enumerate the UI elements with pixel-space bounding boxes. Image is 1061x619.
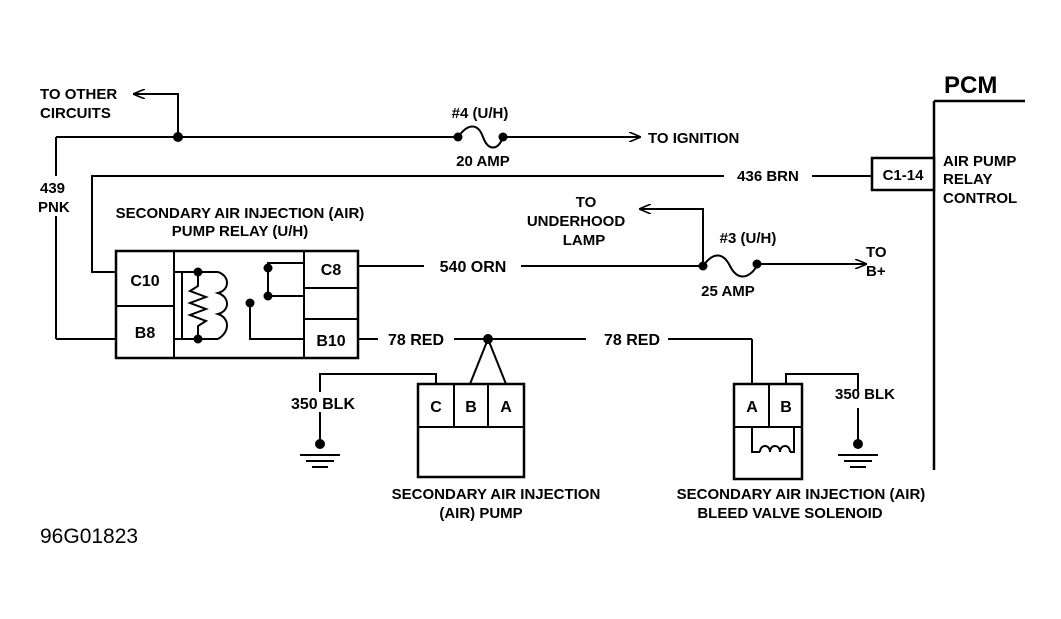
brn-circuit: 436 BRN — [91, 168, 872, 273]
solenoid-ground-dot — [853, 439, 863, 449]
pnk-wire-color: PNK — [38, 199, 70, 216]
orn-circuit: 540 ORN TO UNDERHOOD LAMP #3 (U/H) 25 AM… — [358, 194, 887, 300]
relay-pin-c10: C10 — [130, 273, 159, 290]
red-wire-label-left: 78 RED — [388, 332, 444, 349]
b-plus-line-2: B+ — [866, 263, 886, 280]
underhood-line-1: TO — [576, 194, 597, 211]
pump-pin-a: A — [500, 399, 512, 416]
relay-coil-icon — [174, 267, 228, 344]
pump-title-line-2: (AIR) PUMP — [439, 505, 522, 522]
pump-body — [416, 382, 526, 479]
red-circuit: 78 RED 78 RED — [358, 332, 753, 385]
solenoid-title-line-1: SECONDARY AIR INJECTION (AIR) — [677, 486, 926, 503]
pcm-pin-label: C1-14 — [883, 167, 925, 184]
pcm-function-line-1: AIR PUMP — [943, 153, 1016, 170]
pump-ground-dot — [315, 439, 325, 449]
solenoid-pin-b: B — [780, 399, 792, 416]
relay-switch-icon — [245, 262, 304, 340]
to-other-circuits-wire — [134, 94, 179, 137]
pump-pin-b: B — [465, 399, 477, 416]
relay-body — [114, 249, 360, 360]
pcm-title: PCM — [944, 72, 997, 99]
relay-title-line-1: SECONDARY AIR INJECTION (AIR) — [116, 205, 365, 222]
solenoid-ground-icon — [838, 454, 878, 468]
fuse-3-rating: 25 AMP — [701, 283, 755, 300]
ignition-circuit: TO OTHER CIRCUITS #4 (U/H) 20 AMP TO IGN… — [38, 86, 739, 340]
fuse-4-symbol — [457, 125, 504, 149]
brn-wire-label: 436 BRN — [737, 168, 799, 185]
pcm-module: PCM C1-14 AIR PUMP RELAY CONTROL — [870, 72, 1025, 470]
orn-wire-label: 540 ORN — [440, 259, 507, 276]
pump-ground-wire-upper — [319, 373, 437, 392]
fuse-3-symbol — [702, 254, 758, 278]
pcm-function-line-2: RELAY — [943, 171, 992, 188]
pcm-function-line-3: CONTROL — [943, 190, 1017, 207]
to-other-line-1: TO OTHER — [40, 86, 117, 103]
relay-pin-b10: B10 — [316, 333, 345, 350]
air-pump-relay: SECONDARY AIR INJECTION (AIR) PUMP RELAY… — [114, 205, 365, 360]
relay-pin-c8: C8 — [321, 262, 342, 279]
red-wire-label-right: 78 RED — [604, 332, 660, 349]
b-plus-line-1: TO — [866, 244, 887, 261]
solenoid-title-line-2: BLEED VALVE SOLENOID — [697, 505, 882, 522]
fuse-4-rating: 20 AMP — [456, 153, 510, 170]
to-other-line-2: CIRCUITS — [40, 105, 111, 122]
relay-pin-b8: B8 — [135, 325, 156, 342]
brn-wire-left — [91, 175, 724, 273]
underhood-line-2: UNDERHOOD — [527, 213, 626, 230]
underhood-lamp-wire — [640, 209, 704, 266]
relay-title-line-2: PUMP RELAY (U/H) — [172, 223, 308, 240]
bleed-valve-solenoid: A B 350 BLK SECONDARY AIR INJECTION (AIR… — [677, 373, 926, 522]
solenoid-ground-label: 350 BLK — [835, 386, 895, 403]
pump-ground-icon — [300, 454, 340, 468]
to-ignition-label: TO IGNITION — [648, 130, 739, 147]
solenoid-pin-a: A — [746, 399, 758, 416]
red-wire-to-pump-a — [487, 338, 507, 385]
air-pump: C B A 350 BLK SECONDARY AIR INJECTION (A… — [291, 373, 601, 522]
red-wire-to-pump-b — [469, 338, 489, 385]
solenoid-ground-wire-upper — [785, 373, 859, 390]
pnk-wire-number: 439 — [40, 180, 65, 197]
ignition-splice-dot — [173, 132, 183, 142]
figure-code: 96G01823 — [40, 525, 138, 548]
underhood-line-3: LAMP — [563, 232, 606, 249]
fuse-4-name: #4 (U/H) — [452, 105, 509, 122]
fuse-3-name: #3 (U/H) — [720, 230, 777, 247]
pump-title-line-1: SECONDARY AIR INJECTION — [392, 486, 601, 503]
pcm-pin-box — [870, 156, 936, 192]
solenoid-coil-icon — [751, 427, 795, 453]
pump-ground-label: 350 BLK — [291, 396, 355, 413]
pump-pin-c: C — [430, 399, 442, 416]
